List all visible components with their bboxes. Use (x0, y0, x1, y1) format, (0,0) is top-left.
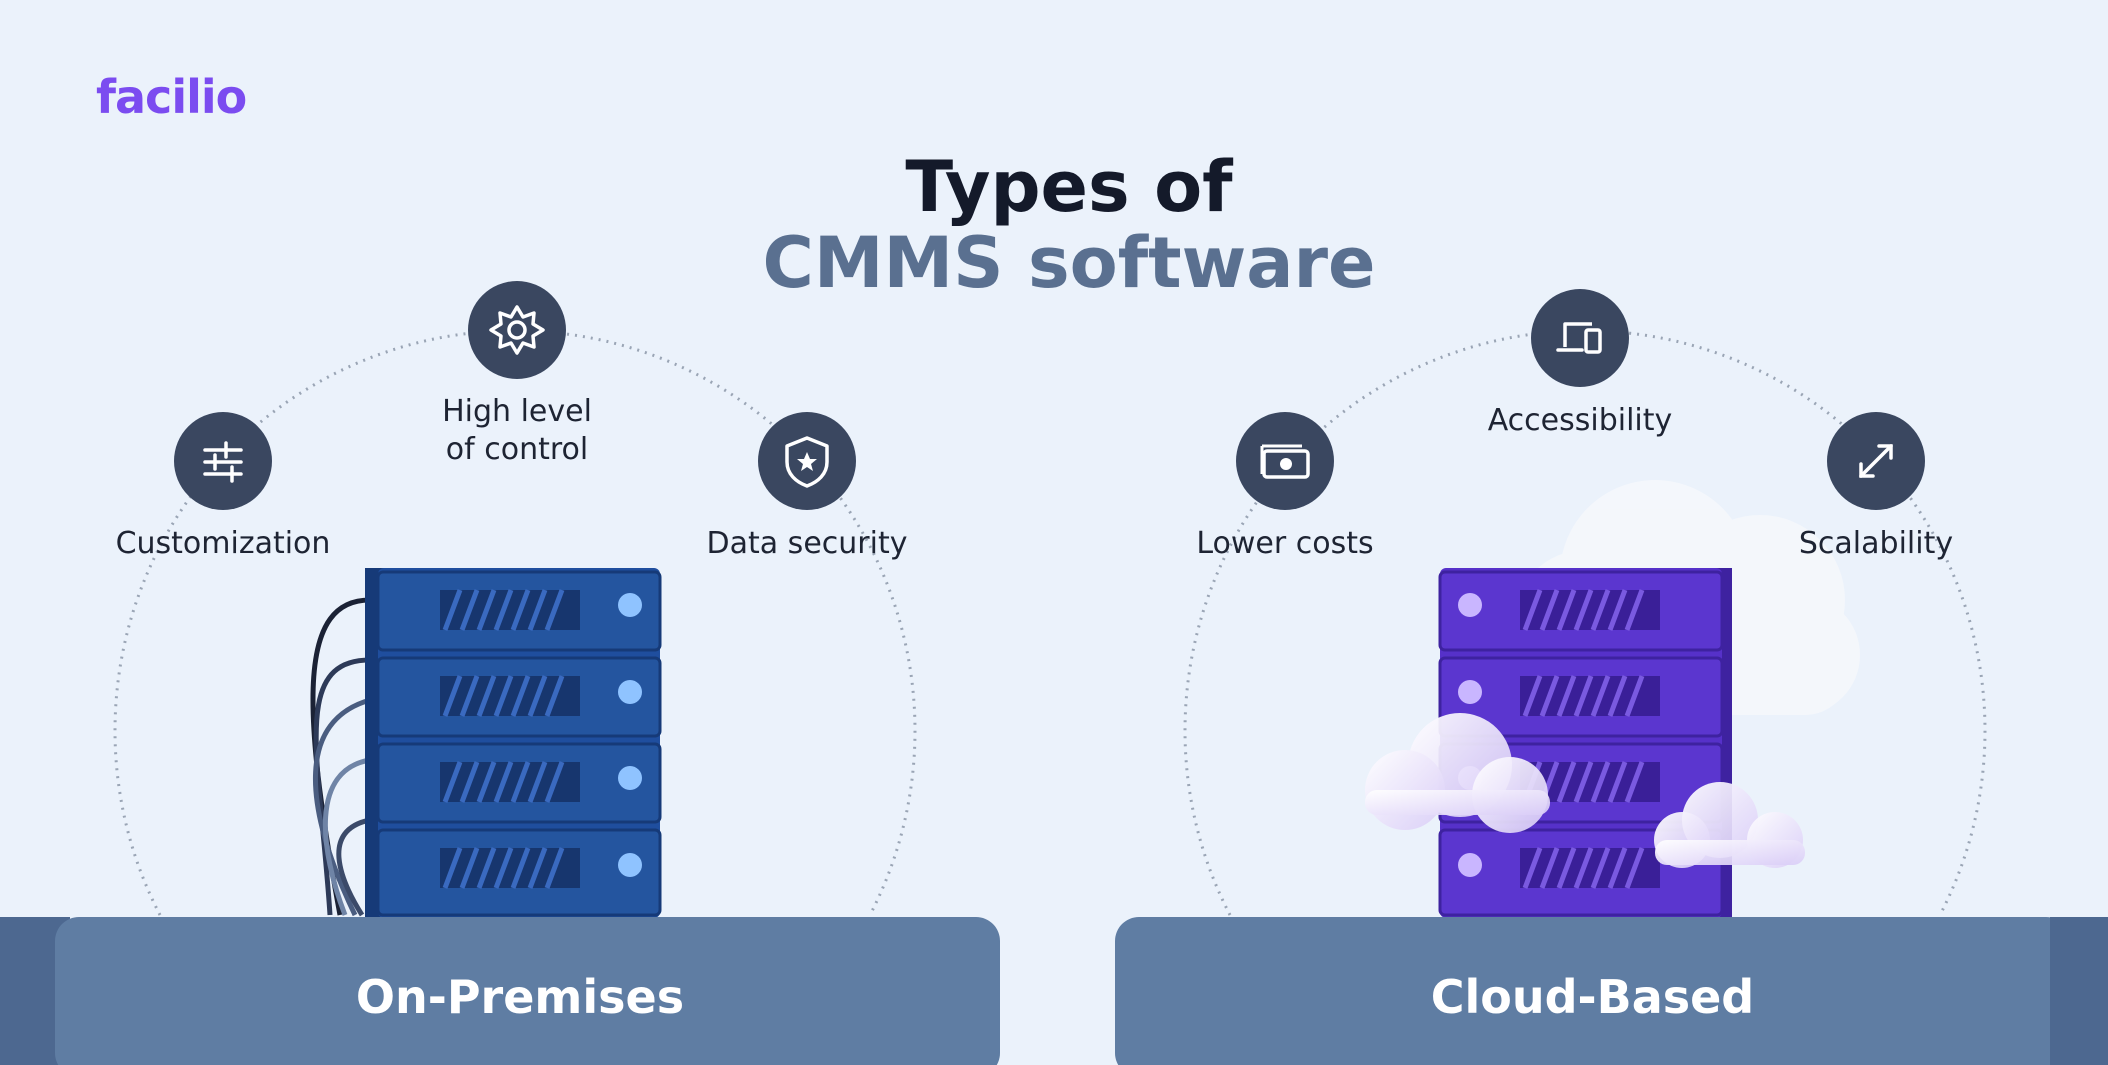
feature-label-lower-costs: Lower costs (1196, 526, 1374, 561)
feature-label-control-line2: of control (445, 432, 589, 467)
money-icon (1236, 412, 1334, 510)
page-title: Types of (905, 146, 1233, 228)
server-unit (376, 742, 662, 824)
on-premises-server (365, 568, 662, 918)
on-premises-base (0, 917, 1000, 1065)
feature-label-accessibility: Accessibility (1487, 403, 1673, 438)
feature-label-control-line1: High level (442, 394, 592, 429)
small-cloud-left (1365, 713, 1550, 833)
server-unit (1438, 656, 1724, 738)
facilio-logo: facilio (96, 70, 247, 124)
cloud-based-label: Cloud-Based (1430, 970, 1755, 1024)
server-unit (376, 828, 662, 917)
shield-star-icon (758, 412, 856, 510)
feature-label-customization: Customization (115, 526, 331, 561)
gear-icon (468, 281, 566, 379)
server-unit (1438, 828, 1724, 917)
page-subtitle: CMMS software (762, 222, 1376, 304)
feature-label-scalability: Scalability (1798, 526, 1954, 561)
server-cables (310, 597, 371, 917)
server-unit (1438, 570, 1724, 652)
devices-icon (1531, 289, 1629, 387)
left-dotted-arc (113, 329, 917, 916)
cloud-based-base (1115, 917, 2108, 1065)
expand-arrows-icon (1827, 412, 1925, 510)
feature-label-data-security: Data security (706, 526, 908, 561)
server-unit (376, 656, 662, 738)
on-premises-label: On-Premises (355, 970, 685, 1024)
small-cloud-right (1654, 782, 1805, 868)
right-dotted-arc (1183, 329, 1987, 916)
server-unit (376, 570, 662, 652)
sliders-icon (174, 412, 272, 510)
feature-label-control: High level of control (367, 393, 667, 469)
